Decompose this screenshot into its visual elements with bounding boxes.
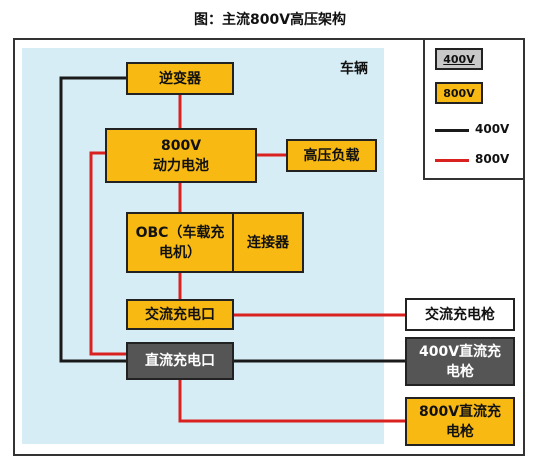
legend-label-400v: 400V bbox=[475, 122, 510, 136]
battery-label-line1: 800V bbox=[160, 137, 202, 154]
legend: 400V 800V 400V 800V bbox=[423, 38, 525, 180]
legend-swatch-800v: 800V bbox=[435, 82, 483, 104]
gun-800v-box: 800V直流充 电枪 bbox=[405, 397, 515, 446]
battery-box: 800V 动力电池 bbox=[105, 128, 257, 183]
ac-gun-box: 交流充电枪 bbox=[405, 298, 515, 331]
gun-400v-label-line1: 400V直流充 bbox=[418, 343, 502, 360]
legend-line-800v bbox=[435, 159, 469, 162]
obc-box: OBC（车载充 电机） bbox=[126, 212, 234, 273]
connector-label: 连接器 bbox=[247, 234, 289, 251]
inverter-box: 逆变器 bbox=[126, 62, 234, 95]
dc-port-label: 直流充电口 bbox=[145, 353, 215, 369]
hv-load-label: 高压负载 bbox=[303, 147, 360, 164]
battery-label-line2: 动力电池 bbox=[153, 157, 209, 174]
ac-gun-label: 交流充电枪 bbox=[425, 306, 495, 323]
ac-port-box: 交流充电口 bbox=[126, 299, 234, 330]
dc-port-box: 直流充电口 bbox=[126, 342, 234, 380]
ac-port-label: 交流充电口 bbox=[145, 306, 215, 323]
hv-load-box: 高压负载 bbox=[286, 139, 377, 172]
connector-box: 连接器 bbox=[232, 212, 304, 273]
diagram-frame bbox=[13, 38, 525, 456]
gun-400v-label-line2: 电枪 bbox=[446, 363, 474, 380]
figure-caption: 图：主流800V高压架构 bbox=[193, 12, 347, 28]
vehicle-label: 车辆 bbox=[340, 61, 368, 77]
inverter-label: 逆变器 bbox=[159, 70, 201, 87]
legend-label-800v: 800V bbox=[475, 152, 510, 166]
wire-400v-inverter-dc bbox=[59, 76, 126, 363]
gun-800v-label-line2: 电枪 bbox=[446, 423, 474, 440]
legend-line-400v bbox=[435, 129, 469, 132]
wire-800v-battery-dc bbox=[89, 151, 126, 356]
legend-swatch-400v: 400V bbox=[435, 48, 483, 70]
gun-400v-box: 400V直流充 电枪 bbox=[405, 337, 515, 386]
obc-label-line2: 电机） bbox=[159, 244, 201, 261]
wire-800v-dc-gun800 bbox=[178, 380, 405, 423]
obc-label-line1: OBC（车载充 bbox=[135, 224, 225, 241]
gun-800v-label-line1: 800V直流充 bbox=[418, 403, 502, 420]
